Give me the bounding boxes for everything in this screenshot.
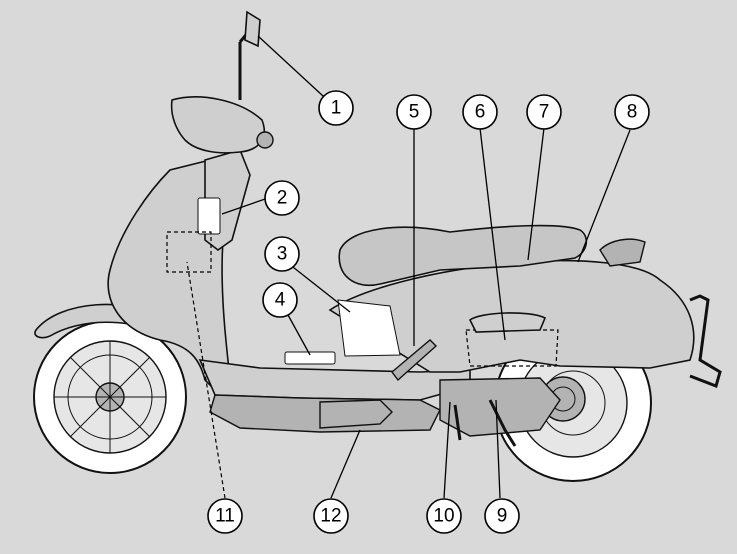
callout-12: 12	[313, 498, 349, 534]
callout-3: 3	[264, 236, 300, 272]
rear-bumper-rack	[689, 294, 722, 388]
label-plate-4	[284, 351, 336, 365]
callout-8-label: 8	[627, 102, 638, 123]
callout-10-label: 10	[433, 506, 454, 527]
callout-10: 10	[426, 498, 462, 534]
callout-7: 7	[526, 94, 562, 130]
label-plate-2	[197, 197, 221, 235]
callout-4: 4	[262, 282, 298, 318]
callout-6: 6	[462, 94, 498, 130]
callout-1: 1	[318, 90, 354, 126]
storage-box	[465, 312, 559, 367]
mirror	[238, 10, 261, 100]
callout-7-label: 7	[539, 102, 550, 123]
callout-8: 8	[614, 94, 650, 130]
front-wheel	[33, 320, 187, 474]
callout-1-label: 1	[331, 98, 342, 119]
callout-2: 2	[264, 180, 300, 216]
callout-11-label: 11	[215, 506, 235, 527]
callout-3-label: 3	[277, 244, 288, 265]
callout-9: 9	[484, 498, 520, 534]
dashed-panel-11	[166, 231, 212, 273]
center-stand	[488, 399, 517, 447]
headset	[170, 96, 265, 154]
seat	[338, 224, 588, 287]
kickstand	[453, 404, 462, 441]
callout-12-label: 12	[320, 506, 341, 527]
callout-4-label: 4	[275, 290, 286, 311]
callout-11: 11	[207, 498, 243, 534]
callout-5-label: 5	[409, 102, 420, 123]
callout-5: 5	[396, 94, 432, 130]
label-plate-3	[337, 299, 401, 357]
handle-grip	[256, 131, 274, 149]
rear-carrier	[599, 238, 646, 267]
muffler	[319, 399, 393, 429]
callout-2-label: 2	[277, 188, 288, 209]
tool-5	[391, 339, 438, 382]
callout-9-label: 9	[497, 506, 508, 527]
engine-unit	[439, 377, 561, 437]
leader-lines	[186, 35, 631, 499]
callout-6-label: 6	[475, 102, 486, 123]
